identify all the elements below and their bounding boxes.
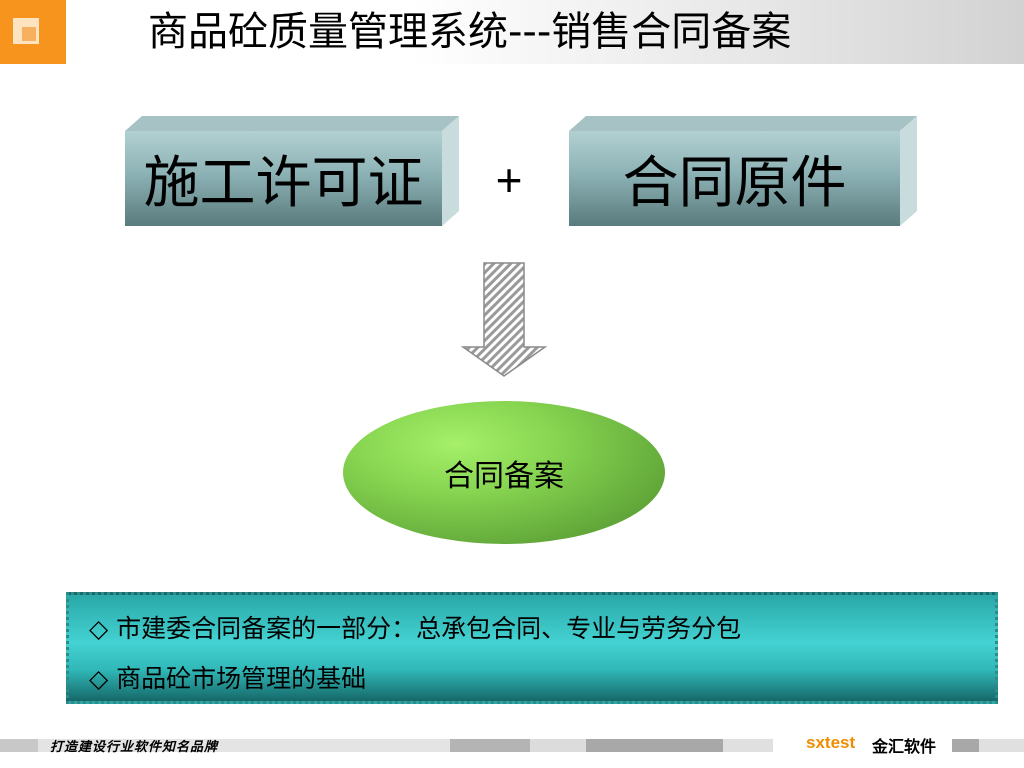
info-bullet-1: ◇ 市建委合同备案的一部分：总承包合同、专业与劳务分包 — [89, 614, 742, 643]
box1-side — [442, 116, 459, 226]
contract-filing-ellipse: 合同备案 — [343, 401, 665, 544]
footer-bar-segment — [952, 739, 979, 752]
footer-bar-segment — [979, 739, 1024, 752]
footer-bar-segment — [0, 739, 38, 752]
footer-bar-segment — [38, 739, 450, 752]
footer-brand: sxtest — [806, 733, 856, 752]
footer-bar-segment — [723, 739, 773, 752]
box-original-contract: 合同原件 — [569, 131, 900, 226]
box2-side — [900, 116, 917, 226]
footer-bar-segment — [530, 739, 586, 752]
info-bullet-2: ◇ 商品砼市场管理的基础 — [89, 664, 367, 693]
logo-square-inner — [22, 27, 36, 41]
page-title: 商品砼质量管理系统---销售合同备案 — [148, 9, 792, 55]
plus-sign: + — [495, 154, 523, 206]
header-bar — [0, 0, 1024, 64]
down-arrow-icon — [460, 262, 548, 377]
info-box: ◇ 市建委合同备案的一部分：总承包合同、专业与劳务分包 ◇ 商品砼市场管理的基础 — [66, 592, 998, 704]
box1-top — [125, 116, 459, 131]
box2-label: 合同原件 — [622, 151, 847, 216]
box2-top — [569, 116, 917, 131]
footer-slogan: 打造建设行业软件知名品牌 — [50, 740, 219, 755]
ellipse-label: 合同备案 — [444, 458, 564, 494]
box1-label: 施工许可证 — [143, 151, 424, 216]
footer-bar-segment — [586, 739, 723, 752]
footer-bar-segment — [450, 739, 530, 752]
box-construction-permit: 施工许可证 — [125, 131, 442, 226]
footer-company: 金汇软件 — [872, 737, 937, 756]
